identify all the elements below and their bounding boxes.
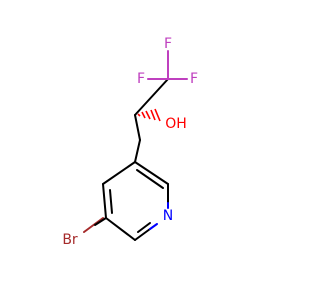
bond-cf3-choh	[134, 78, 169, 116]
ring-bond-c4-c5	[102, 183, 107, 219]
bond-c6-n-end	[149, 223, 158, 230]
bond-c-br	[83, 217, 104, 233]
bond-c5-br-base	[94, 217, 107, 226]
ring-bond-c6-c5	[105, 217, 136, 241]
carbon-skeleton	[102, 78, 169, 241]
fluorine-left-label: F	[137, 71, 145, 87]
bond-c6-n-inner	[137, 222, 151, 233]
bond-choh-ch2	[134, 114, 141, 141]
bond-ch2-ring	[134, 139, 141, 163]
bond-c6-n	[134, 228, 151, 241]
molecule-diagram: F F F OH Br N	[62, 36, 198, 248]
ring-bond-c3-c2-inner	[136, 169, 164, 189]
hydroxyl-label: OH	[165, 116, 187, 132]
ring-bond-c3-c2	[134, 161, 169, 185]
fluorine-right-label: F	[190, 71, 198, 87]
bromine-label: Br	[62, 232, 78, 248]
stereo-hash-bond	[137, 108, 161, 122]
ring-bond-c4-c5-inner	[109, 189, 113, 214]
nitrogen-label: N	[163, 208, 173, 224]
fluorine-top-label: F	[164, 36, 172, 52]
fluorine-bonds	[147, 50, 188, 80]
structure-canvas: F F F OH Br N	[62, 36, 198, 248]
ring-bond-c3-c4	[102, 161, 136, 185]
